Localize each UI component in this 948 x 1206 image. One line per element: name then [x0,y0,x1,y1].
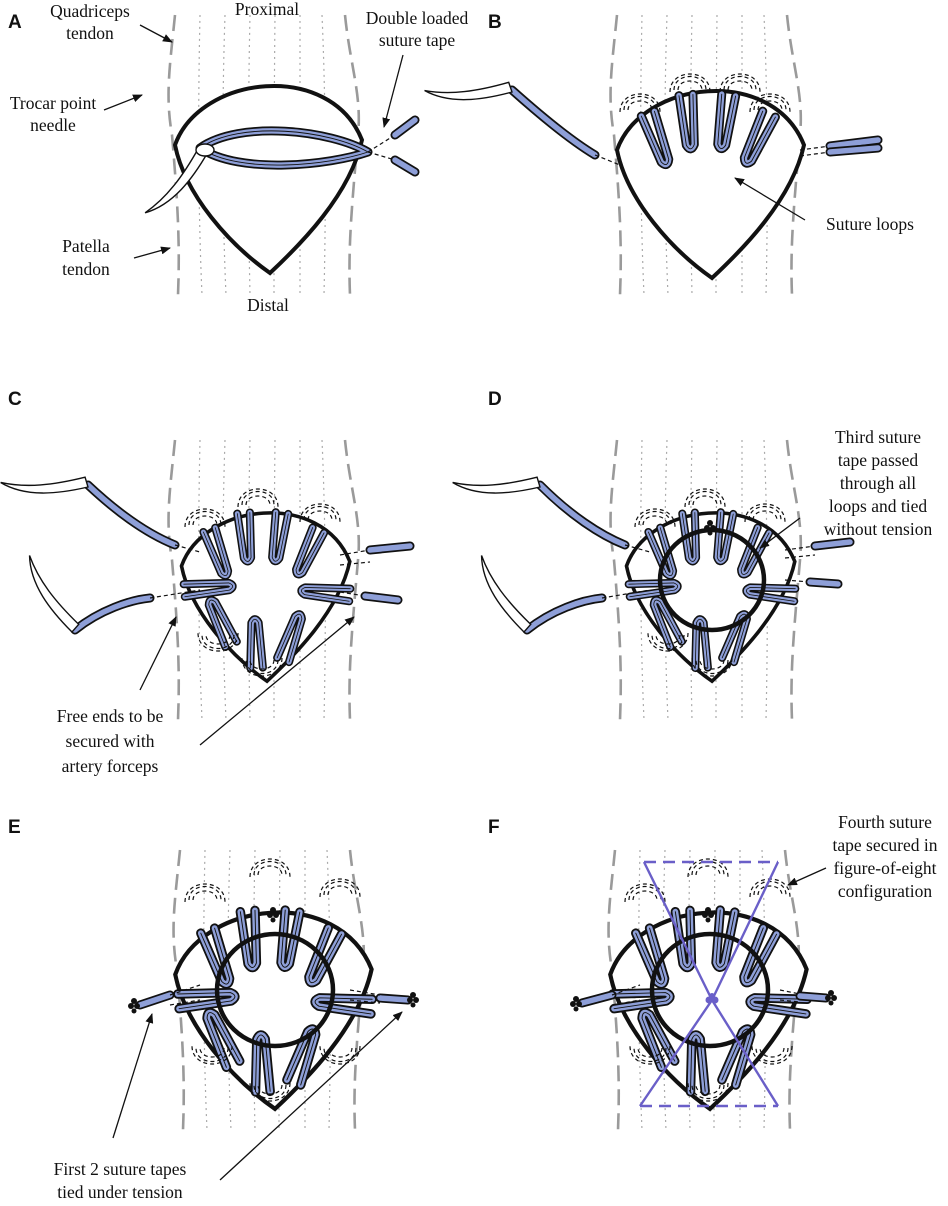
label-needle-2: needle [30,115,76,135]
panel-c: C Free ends to be secured with artery fo… [0,389,415,776]
label-proximal: Proximal [235,0,299,19]
panel-letter-c: C [8,389,22,410]
label-fourth-tape-1: Fourth suture [838,812,932,832]
label-tape-2: suture tape [379,30,456,50]
label-first-two-1: First 2 suture tapes [54,1159,187,1179]
label-first-two-2: tied under tension [57,1182,183,1202]
tied-ends-e [128,984,419,1014]
label-free-ends-1: Free ends to be [57,706,164,726]
label-third-tape-2: tape passed [838,450,918,470]
panel-letter-d: D [488,389,502,410]
label-fourth-tape-2: tape secured in [833,835,938,855]
label-quadriceps-2: tendon [66,23,114,43]
panel-f: F Fourth suture tape secured in [488,812,938,1132]
label-third-tape-4: loops and tied [829,496,927,516]
panel-letter-e: E [8,817,21,838]
label-third-tape-5: without tension [824,519,933,539]
label-fourth-tape-3: figure-of-eight [833,858,936,878]
suture-tape-c [70,480,415,635]
panel-a: A Quadriceps tendon Proximal Double load… [8,0,469,315]
panel-b: B Suture loops [423,12,914,297]
label-needle-1: Trocar point [10,93,97,113]
panel-d: D Third suture tape passed through all l… [451,389,933,722]
label-patella-tendon-2: tendon [62,259,110,279]
suture-tape-a [195,115,420,177]
label-patella-tendon-1: Patella [62,236,110,256]
panel-e: E First 2 suture tapes tied under tensio… [8,817,419,1202]
label-fourth-tape-4: configuration [838,881,933,901]
needle-b [423,51,515,131]
panel-letter-a: A [8,12,22,33]
panel-letter-b: B [488,12,502,33]
label-quadriceps-1: Quadriceps [50,1,130,21]
panel-letter-f: F [488,817,500,838]
label-free-ends-2: secured with [66,731,155,751]
label-free-ends-3: artery forceps [62,756,159,776]
patella-a [173,84,364,275]
label-distal: Distal [247,295,289,315]
label-suture-loops: Suture loops [826,214,914,234]
suture-tape-b [507,85,883,166]
label-third-tape-1: Third suture [835,427,921,447]
label-tape-1: Double loaded [366,8,469,28]
figure-of-eight-tape [639,860,780,1108]
label-third-tape-3: through all [840,473,916,493]
